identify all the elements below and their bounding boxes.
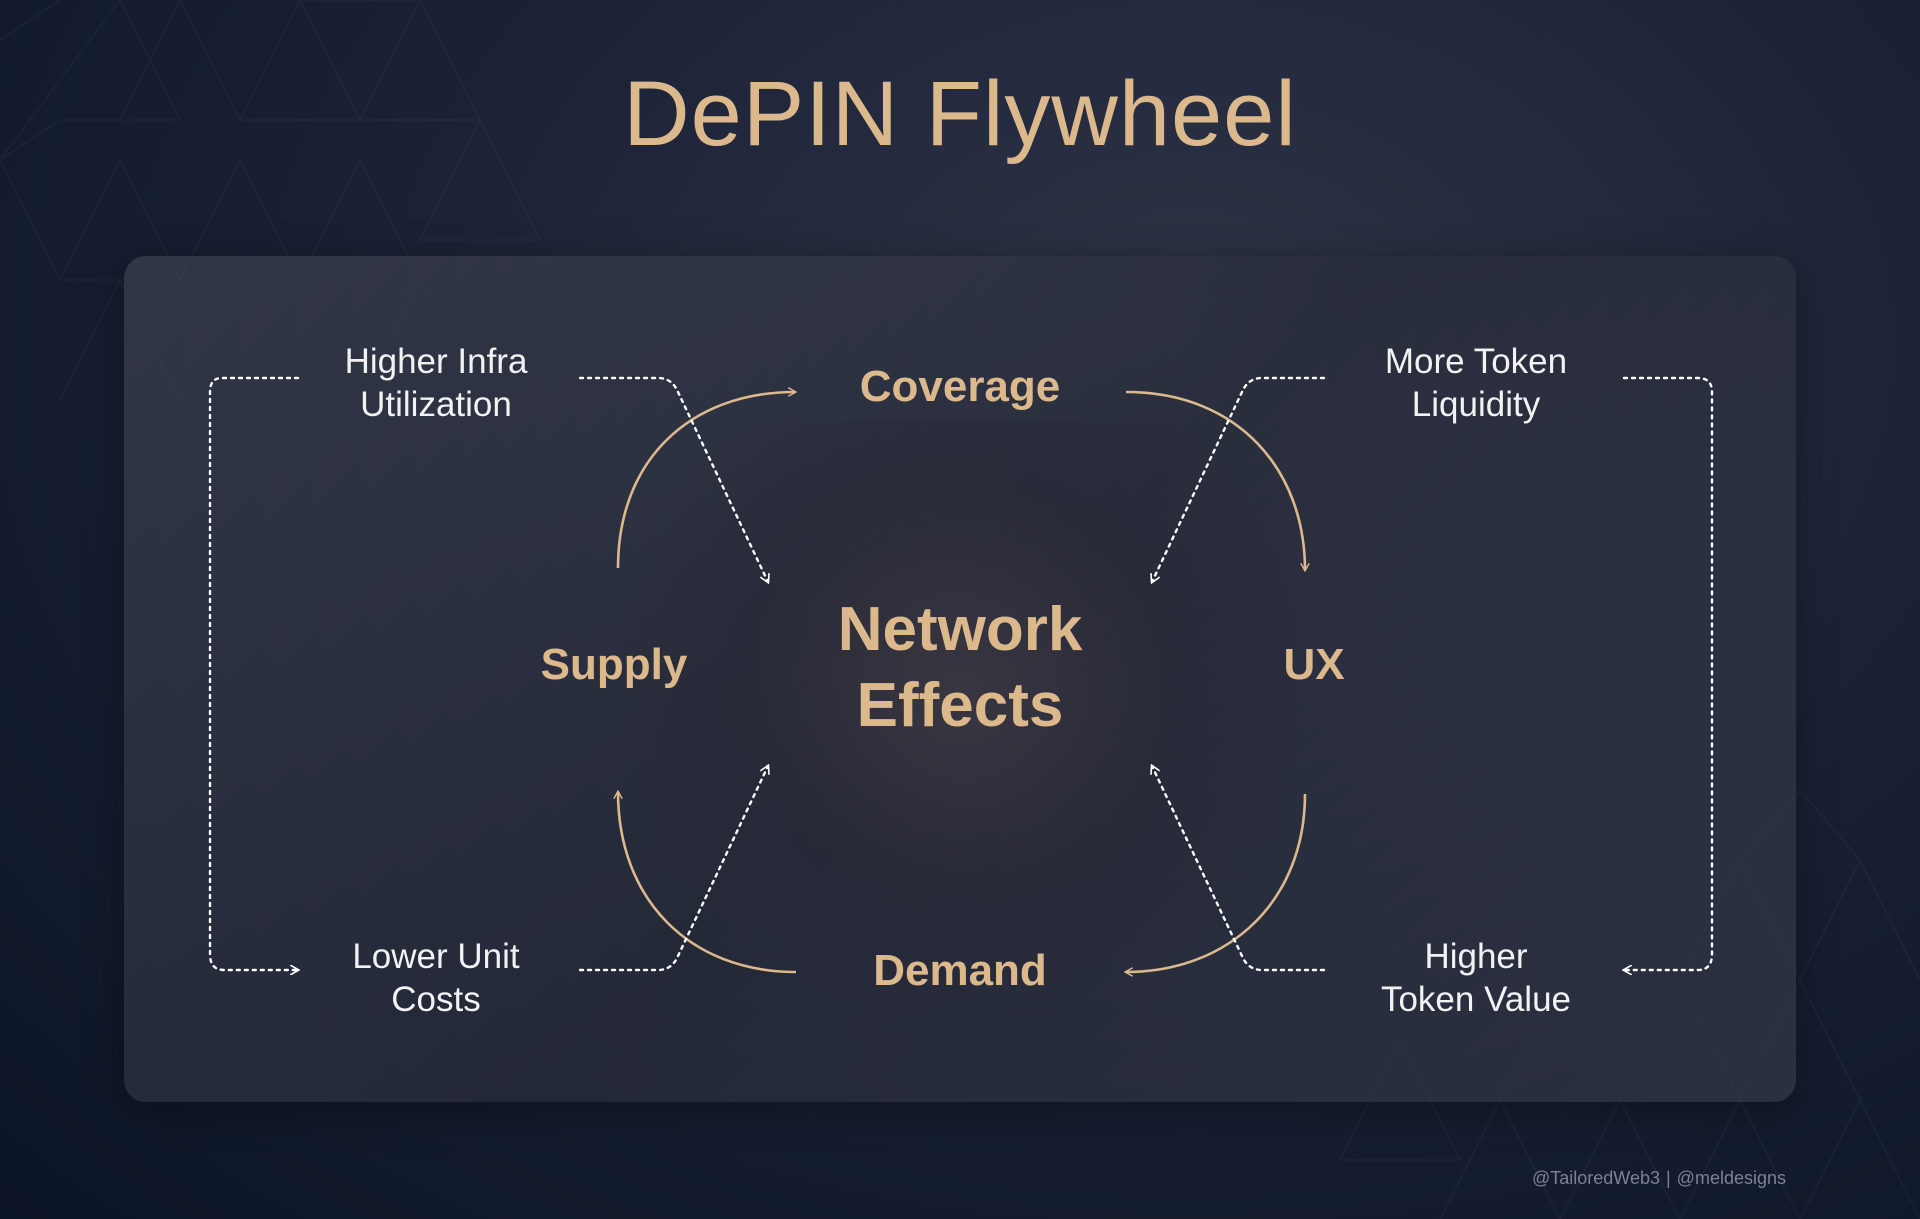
credit-tailoredweb3: @TailoredWeb3 — [1531, 1168, 1660, 1188]
center-label-line-1: Network — [837, 595, 1083, 664]
label-line: Higher — [1424, 937, 1528, 976]
node-demand: Demand — [873, 946, 1047, 995]
center-label-line-2: Effects — [856, 671, 1064, 740]
network-glow-image — [620, 420, 1300, 1020]
arc-coverage-to-ux — [1125, 390, 1305, 570]
dotted-top-left-to-center — [578, 376, 768, 582]
arc-ux-to-demand — [1126, 793, 1307, 972]
dotted-bottom-right-to-center — [1152, 766, 1326, 972]
label-higher-infra-utilization: Higher Infra Utilization — [286, 340, 586, 426]
dotted-outer-left — [208, 376, 298, 970]
node-supply: Supply — [540, 640, 688, 689]
label-line: Higher Infra — [344, 342, 528, 381]
credit-line: @TailoredWeb3|@meldesigns — [1532, 1168, 1786, 1189]
label-more-token-liquidity: More Token Liquidity — [1326, 340, 1626, 426]
arc-demand-to-supply — [618, 792, 797, 974]
dotted-bottom-left-to-center — [578, 766, 768, 972]
label-line: Liquidity — [1411, 385, 1541, 424]
credit-meldesigns: @meldesigns — [1676, 1168, 1786, 1188]
node-coverage: Coverage — [859, 362, 1061, 411]
label-line: Lower Unit — [352, 937, 520, 976]
label-line: Costs — [391, 980, 481, 1019]
label-line: Token Value — [1380, 980, 1572, 1019]
label-line: More Token — [1384, 342, 1568, 381]
node-ux: UX — [1283, 640, 1345, 689]
label-higher-token-value: Higher Token Value — [1326, 935, 1626, 1021]
center-network-effects: Network Effects — [760, 592, 1160, 744]
arc-supply-to-coverage — [616, 392, 795, 569]
credit-separator: | — [1665, 1168, 1671, 1188]
label-lower-unit-costs: Lower Unit Costs — [286, 935, 586, 1021]
dotted-top-right-to-center — [1152, 376, 1326, 582]
page-title: DePIN Flywheel — [623, 63, 1297, 165]
label-line: Utilization — [360, 385, 512, 424]
dotted-outer-right — [1624, 376, 1714, 970]
